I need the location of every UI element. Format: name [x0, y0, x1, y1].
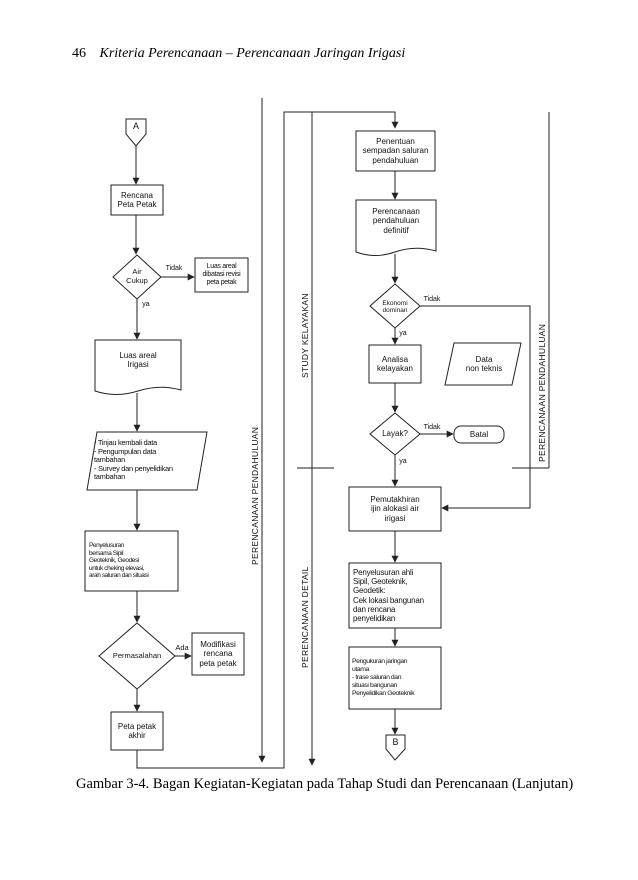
running-title: Kriteria Perencanaan – Perencanaan Jarin… [99, 46, 406, 61]
connector-a-shape [125, 118, 147, 147]
phase-label-perencanaan-pendahuluan-left: PERENCANAAN PENDAHULUAN [250, 426, 260, 565]
analisa-box [368, 344, 422, 384]
peta-akhir-box [110, 711, 164, 751]
phase-label-study-kelayakan: STUDY KELAYAKAN [300, 293, 310, 378]
modifikasi-box [191, 632, 245, 676]
penyelusuran-ahli-box [348, 562, 442, 629]
layak-diamond [369, 412, 421, 456]
figure-caption: Gambar 3-4. Bagan Kegiatan-Kegiatan pada… [76, 776, 574, 792]
phase-label-perencanaan-detail: PERENCANAAN DETAIL [300, 566, 310, 668]
data-non-parallelogram [444, 342, 522, 386]
pemutakhiran-box [348, 486, 442, 532]
page-header: 46 Kriteria Perencanaan – Perencanaan Ja… [72, 46, 405, 62]
connector-b-shape [385, 734, 406, 761]
penentuan-box [355, 130, 436, 172]
luas-irigasi-doc [94, 339, 182, 395]
luas-revisi-box [194, 257, 249, 293]
page-number: 46 [72, 46, 86, 61]
perencanaan-def-doc [355, 199, 437, 256]
penyelusuran-box [84, 530, 179, 592]
phase-label-perencanaan-pendahuluan-right: PERENCANAAN PENDAHULUAN [537, 323, 547, 462]
air-cukup-diamond [112, 254, 162, 300]
tinjau-parallelogram [86, 431, 208, 491]
ekonomi-diamond [369, 283, 421, 329]
rencana-peta-box [110, 184, 164, 216]
pengukuran-box [348, 646, 442, 710]
batal-box [453, 425, 505, 444]
permasalahan-diamond [98, 622, 176, 690]
